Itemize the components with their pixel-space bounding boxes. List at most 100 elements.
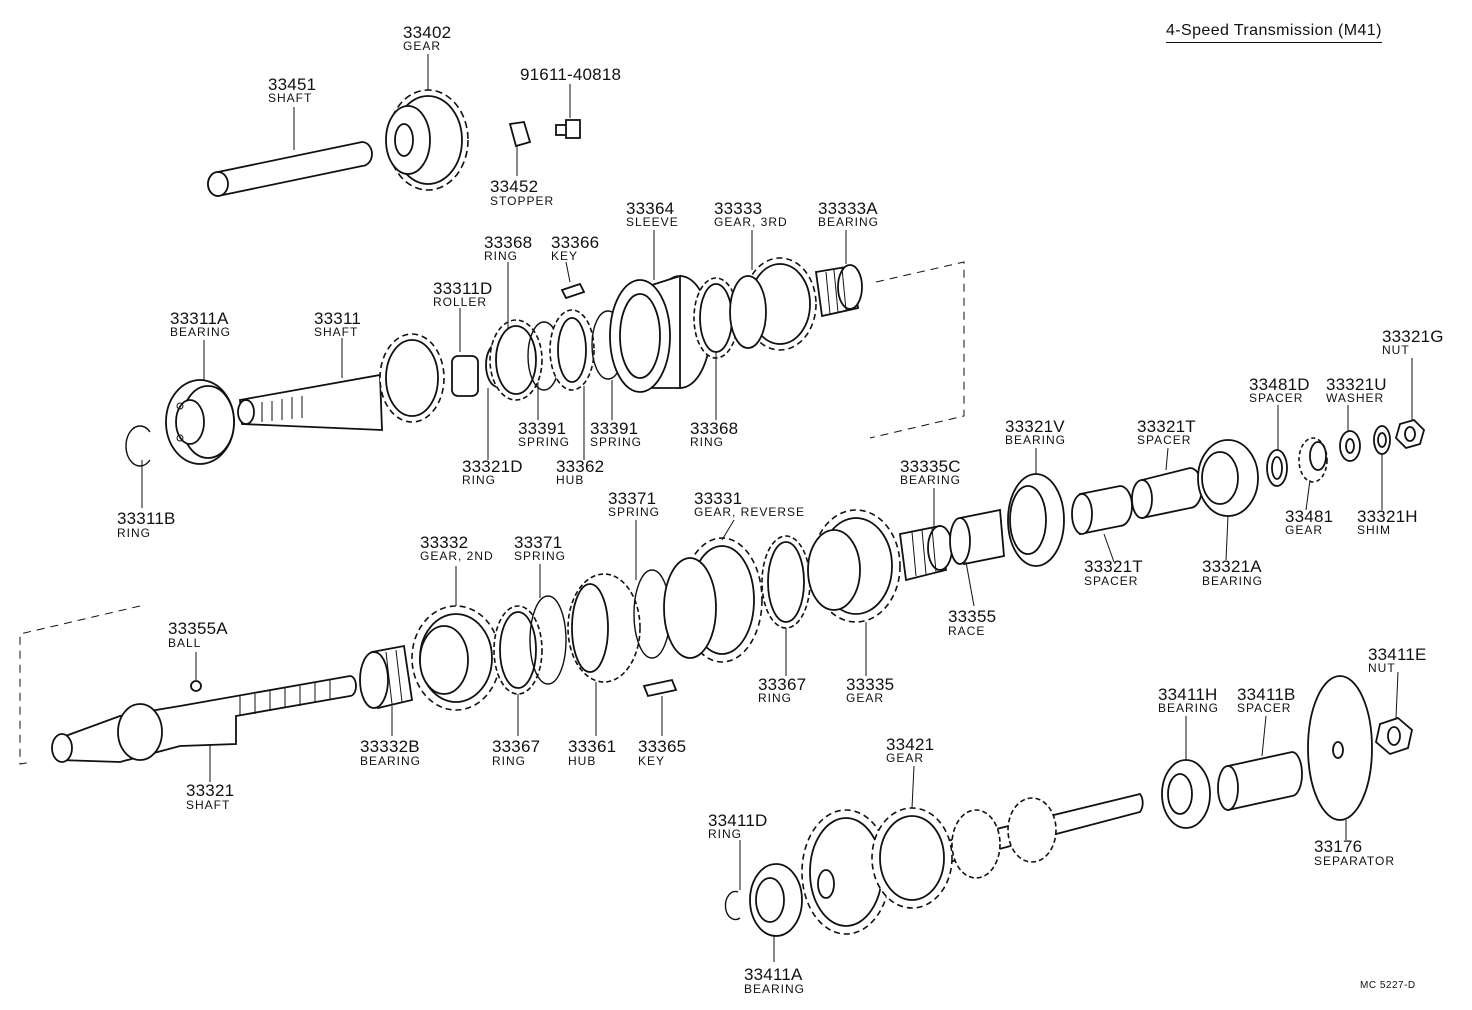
shaft-33451-drawing [207, 141, 373, 197]
part-number: 33333A [818, 199, 878, 218]
part-number: 33367 [492, 737, 541, 756]
part-name: RING [708, 827, 742, 841]
part-number: 33411H [1158, 685, 1218, 704]
part-number: 33321A [1202, 557, 1262, 576]
bearing-33333A-drawing [814, 264, 863, 318]
part-name: SPRING [590, 435, 643, 449]
part-number: 33321H [1357, 507, 1418, 526]
part-name: RING [462, 473, 496, 487]
ring-33368b-drawing [693, 277, 739, 359]
part-name: BEARING [1202, 574, 1264, 588]
gear-33331-drawing [663, 537, 763, 663]
part-name: NUT [1382, 343, 1410, 357]
part-name: BEARING [900, 473, 962, 487]
part-number: 33311 [314, 309, 362, 328]
gear-33402-drawing [385, 89, 469, 191]
part-number: 33335C [900, 457, 961, 476]
part-name: BEARING [1158, 701, 1220, 715]
bearing-33321V-drawing [1007, 473, 1065, 567]
part-name: SPRING [608, 505, 661, 519]
part-name: STOPPER [490, 194, 555, 208]
part-number: 91611-40818 [520, 65, 622, 84]
part-number: 33355 [948, 607, 997, 626]
part-name: GEAR [403, 39, 442, 53]
bolt-91611-drawing [555, 119, 581, 139]
part-name: SHAFT [314, 325, 359, 339]
hub-33362-drawing [549, 309, 595, 391]
spacer-33321T1-drawing [1131, 467, 1203, 520]
part-number: 33362 [556, 457, 605, 476]
part-number: 33176 [1314, 837, 1363, 856]
part-number: 33321D [462, 457, 523, 476]
washer-33321U-drawing [1339, 430, 1361, 462]
ring-33367b-drawing [493, 605, 543, 695]
gear-33335-drawing [807, 509, 901, 623]
shim-33321H-drawing [1373, 425, 1391, 455]
part-name: RING [758, 691, 792, 705]
part-number: 33411D [708, 811, 768, 830]
spring-33371b-drawing [529, 595, 567, 685]
bearing-33411A-drawing [749, 863, 803, 937]
bearing-33411H-drawing [1161, 759, 1211, 829]
part-name: SPACER [1237, 701, 1292, 715]
drawing-code: MC 5227-D [1360, 980, 1416, 991]
part-name: BEARING [818, 215, 880, 229]
part-name: BEARING [170, 325, 232, 339]
part-name: SHAFT [268, 91, 313, 105]
part-name: GEAR [1285, 523, 1324, 537]
ring-33311B-drawing [125, 425, 151, 467]
part-name: GEAR [886, 751, 925, 765]
part-name: WASHER [1326, 391, 1385, 405]
spacer-33321T2-drawing [1071, 485, 1133, 536]
gear-33421-drawing [801, 792, 1144, 935]
part-number: 33402 [403, 23, 452, 42]
part-number: 33365 [638, 737, 687, 756]
part-number: 33311D [433, 279, 493, 298]
part-name: BALL [168, 636, 202, 650]
part-number: 33368 [484, 233, 533, 252]
part-name: GEAR, 3RD [714, 215, 788, 229]
part-number: 33335 [846, 675, 895, 694]
part-name: BEARING [1005, 433, 1067, 447]
part-name: SPRING [518, 435, 571, 449]
part-name: SPACER [1249, 391, 1304, 405]
part-name: SHIM [1357, 523, 1391, 537]
spacer-33481D-drawing [1266, 449, 1288, 487]
part-number: 33321G [1382, 327, 1444, 346]
sleeve-33364-drawing [609, 274, 711, 393]
part-name: HUB [568, 754, 597, 768]
part-number: 33321 [186, 781, 235, 800]
part-number: 33333 [714, 199, 763, 218]
ring-33367a-drawing [761, 535, 811, 629]
ball-33355A-drawing [190, 680, 202, 692]
key-33366-drawing [560, 282, 586, 300]
spacer-33411B-drawing [1217, 751, 1303, 812]
part-name: GEAR, REVERSE [694, 505, 806, 519]
bearing-33335C-drawing [898, 524, 953, 582]
nut-33411E-drawing [1375, 716, 1413, 756]
part-number: 33332 [420, 533, 469, 552]
part-number: 33452 [490, 177, 539, 196]
bearing-33311A-drawing [165, 379, 235, 465]
shaft-33311-drawing [237, 333, 445, 431]
part-name: RING [492, 754, 526, 768]
part-number: 33321T [1137, 417, 1196, 436]
part-name: RING [484, 249, 518, 263]
page-title: 4-Speed Transmission (M41) [1166, 22, 1382, 43]
gear-33333-drawing [729, 257, 817, 351]
ring-33411D-drawing [724, 890, 741, 921]
shaft-33321-drawing [51, 675, 357, 763]
part-name: SPACER [1137, 433, 1192, 447]
part-name: ROLLER [433, 295, 488, 309]
part-name: HUB [556, 473, 585, 487]
part-number: 33361 [568, 737, 617, 756]
part-number: 33411E [1368, 645, 1427, 664]
part-number: 33321V [1005, 417, 1065, 436]
hub-33361-drawing [567, 573, 641, 683]
part-number: 33411B [1237, 685, 1296, 704]
part-number: 33481 [1285, 507, 1334, 526]
part-number: 33421 [886, 735, 935, 754]
part-number: 33481D [1249, 375, 1310, 394]
part-number: 33391 [590, 419, 639, 438]
part-name: NUT [1368, 661, 1396, 675]
